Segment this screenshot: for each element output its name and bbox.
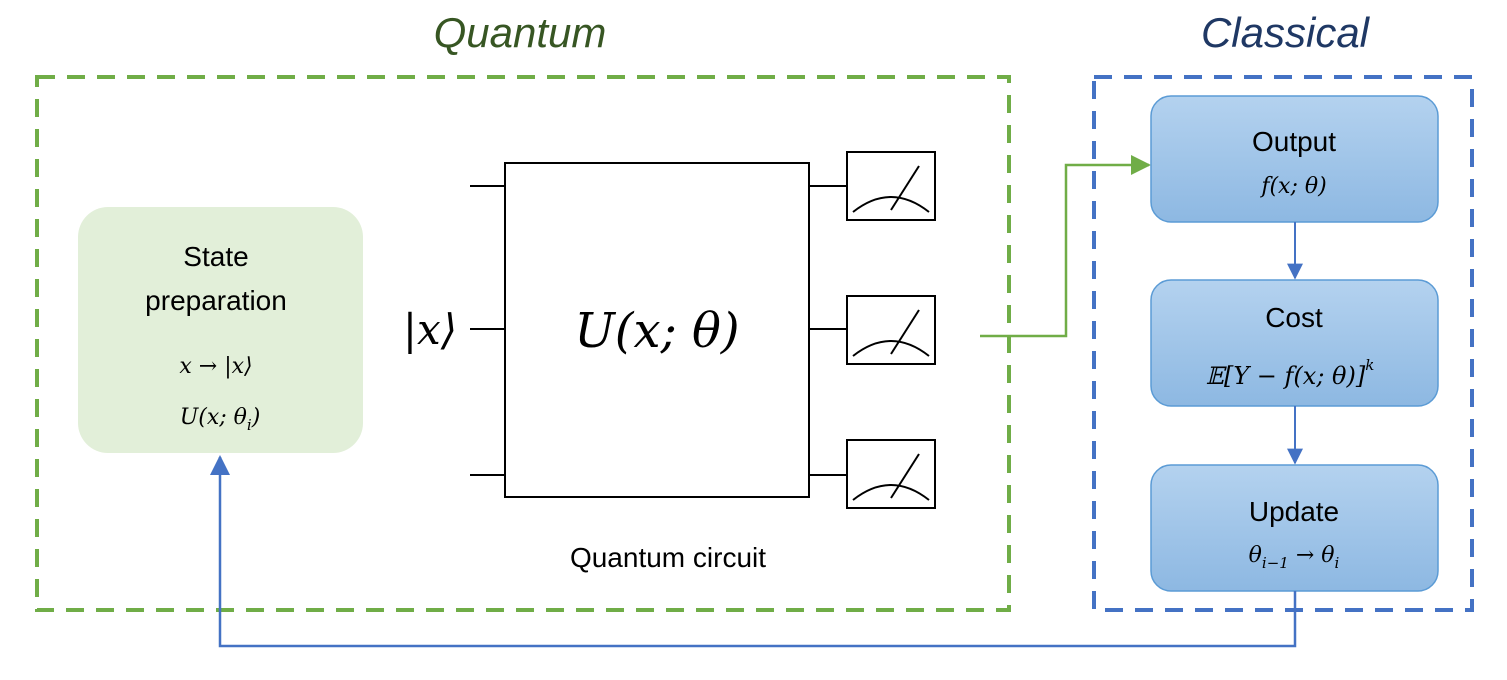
unitary-gate-box: [504, 162, 810, 498]
classical-section-title: Classical: [1201, 9, 1371, 56]
quantum-section-title: Quantum: [434, 9, 607, 56]
quantum-region-border: [35, 75, 1011, 612]
measurement-to-output-arrow: [980, 155, 1151, 338]
quantum-circuit-caption: Quantum circuit: [570, 542, 766, 573]
cost-box-formula: 𝔼[Y − f(x; θ)]k: [1206, 356, 1375, 390]
cost-box-title: Cost: [1265, 302, 1323, 333]
output-box: [1150, 95, 1439, 223]
classical-region-border: [1092, 75, 1474, 612]
update-box-formula: θi−1 → θi: [1249, 543, 1340, 572]
circuit-input-ket: |x⟩: [403, 305, 457, 354]
measurement-meter-icon-middle: [846, 295, 936, 365]
output-box-formula: f(x; θ): [1259, 174, 1326, 199]
update-box-title: Update: [1249, 496, 1339, 527]
unitary-gate-label: U(x; θ): [574, 303, 739, 359]
measurement-meter-icon-bottom: [846, 439, 936, 509]
feedback-loop-arrow: [210, 455, 1297, 648]
state-prep-unitary-formula: U(x; θi): [180, 405, 261, 434]
measurement-meter-icon-top: [846, 151, 936, 221]
state-prep-encoding-formula: x → |x⟩: [179, 354, 252, 379]
state-prep-title-line2: preparation: [145, 285, 287, 316]
state-preparation-box: [78, 207, 363, 453]
update-box: [1150, 464, 1439, 592]
output-box-title: Output: [1252, 126, 1336, 157]
state-prep-title-line1: State: [183, 241, 248, 272]
